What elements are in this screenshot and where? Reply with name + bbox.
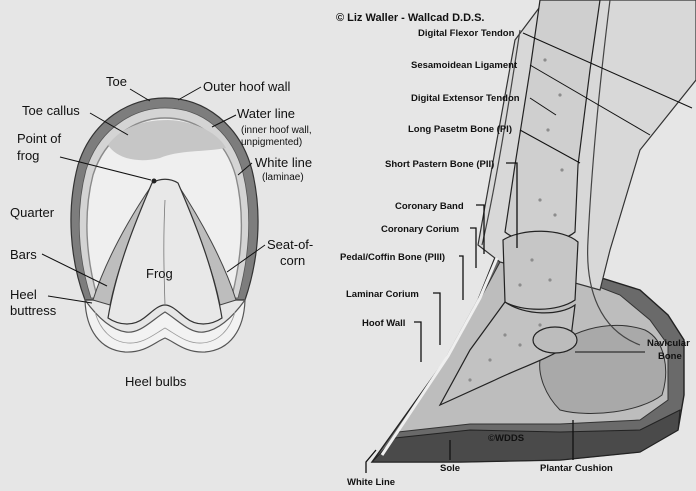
label-laminar-corium: Laminar Corium	[346, 289, 419, 300]
solar-view-diagram	[71, 98, 258, 352]
label-white-line: White line	[255, 155, 312, 170]
label-toe-callus: Toe callus	[22, 103, 80, 118]
watermark-text: ©WDDS	[488, 433, 524, 444]
label-seat-of-corn-1: Seat-of-	[267, 237, 313, 252]
leader-coffin-bone	[459, 256, 463, 300]
label-sesamoidean-ligament: Sesamoidean Ligament	[411, 60, 518, 71]
label-heel-buttress-1: Heel	[10, 287, 37, 302]
label-short-pastern-bone: Short Pastern Bone (PII)	[385, 159, 494, 170]
label-long-pastern-bone: Long Pasetm Bone (PI)	[408, 124, 512, 135]
label-plantar-cushion: Plantar Cushion	[540, 463, 613, 474]
heel-bulbs-shape	[85, 300, 245, 352]
label-bars: Bars	[10, 247, 37, 262]
label-quarter: Quarter	[10, 205, 55, 220]
label-heel-bulbs: Heel bulbs	[125, 374, 187, 389]
label-coronary-band: Coronary Band	[395, 201, 464, 212]
label-frog: Frog	[146, 266, 173, 281]
label-point-of-frog-1: Point of	[17, 131, 61, 146]
label-point-of-frog-2: frog	[17, 148, 39, 163]
leader-hoof-wall	[414, 322, 421, 362]
leader-toe	[130, 89, 150, 101]
short-pastern-bone-shape	[503, 231, 578, 309]
label-hoof-wall: Hoof Wall	[362, 318, 405, 329]
label-white-line-note: (laminae)	[262, 172, 304, 183]
label-water-line-note-2: unpigmented)	[241, 137, 302, 148]
leader-outer-hoof-wall	[178, 87, 201, 100]
point-of-frog-dot	[152, 179, 157, 184]
leader-coronary-corium	[470, 228, 476, 268]
label-seat-of-corn-2: corn	[280, 253, 305, 268]
label-navicular-bone-2: Bone	[658, 351, 682, 362]
label-coffin-bone: Pedal/Coffin Bone (PIII)	[340, 252, 445, 263]
label-heel-buttress-2: buttress	[10, 303, 57, 318]
label-water-line-note-1: (inner hoof wall,	[241, 125, 312, 136]
label-water-line: Water line	[237, 106, 295, 121]
label-digital-extensor-tendon: Digital Extensor Tendon	[411, 93, 520, 104]
label-white-line-section: White Line	[347, 477, 395, 488]
leader-laminar-corium	[433, 293, 440, 345]
label-sole: Sole	[440, 463, 460, 474]
label-digital-flexor-tendon: Digital Flexor Tendon	[418, 28, 515, 39]
label-toe: Toe	[106, 74, 127, 89]
label-outer-hoof-wall: Outer hoof wall	[203, 79, 291, 94]
label-coronary-corium: Coronary Corium	[381, 224, 459, 235]
copyright-text: © Liz Waller - Wallcad D.D.S.	[336, 12, 484, 24]
label-navicular-bone-1: Navicular	[647, 338, 690, 349]
navicular-bone-shape	[533, 327, 577, 353]
